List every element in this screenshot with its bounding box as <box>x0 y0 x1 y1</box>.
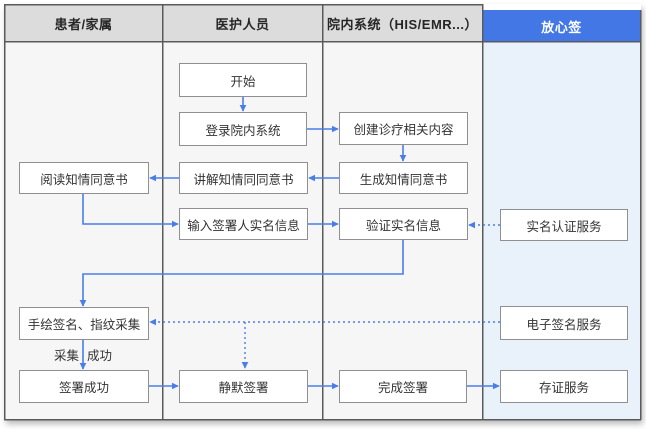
flow-node-verify-realname: 验证实名信息 <box>339 208 468 240</box>
flow-node-start: 开始 <box>179 63 307 97</box>
flow-node-realname-service: 实名认证服务 <box>500 209 628 241</box>
lane-header-fangxinqian: 放心签 <box>482 10 641 42</box>
flow-node-explain-consent: 讲解知情同同意书 <box>179 162 308 194</box>
flow-node-read-consent: 阅读知情同意书 <box>19 162 149 194</box>
lane-header-hospital-system: 院内系统（HIS/EMR...） <box>323 4 482 42</box>
lane-header-medical-staff: 医护人员 <box>163 4 322 42</box>
flow-node-collect-sign: 手绘签名、指纹采集 <box>19 307 149 340</box>
diagram-frame <box>3 3 642 421</box>
flow-node-complete-sign: 完成签署 <box>339 370 467 403</box>
flow-edge-read-to-input <box>82 194 179 228</box>
lane-header-patient: 患者/家属 <box>5 4 162 42</box>
flow-node-silent-sign: 静默签署 <box>179 370 308 403</box>
flow-node-esign-service: 电子签名服务 <box>500 306 628 340</box>
flow-node-generate-consent: 生成知情同意书 <box>339 162 468 194</box>
flow-node-create-content: 创建诊疗相关内容 <box>339 112 468 145</box>
flow-edge-verify-to-collect <box>79 240 404 307</box>
flow-node-input-realname: 输入签署人实名信息 <box>179 208 308 240</box>
flow-node-login-system: 登录院内系统 <box>179 112 307 146</box>
flow-node-sign-success: 签署成功 <box>19 370 149 403</box>
flow-node-evidence-service: 存证服务 <box>500 370 628 403</box>
